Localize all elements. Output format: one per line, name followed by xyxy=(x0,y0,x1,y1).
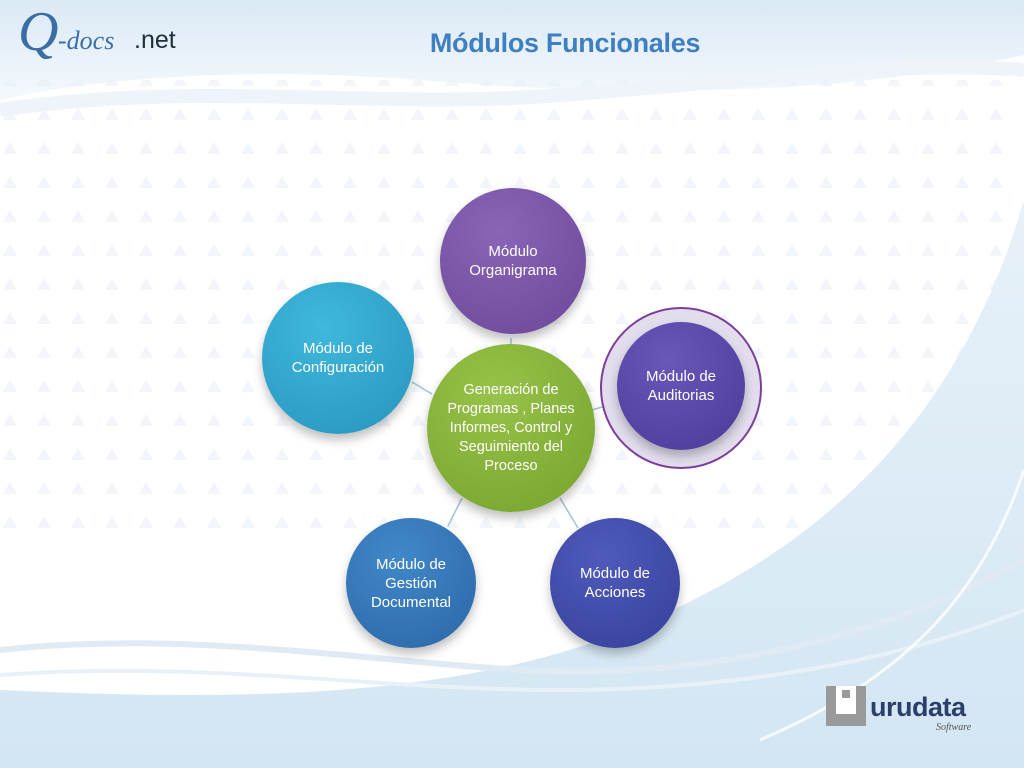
module-gestion-label: Módulo de Gestión Documental xyxy=(370,555,452,611)
module-auditorias-node: Módulo de Auditorias xyxy=(617,322,745,450)
module-auditorias-label: Módulo de Auditorias xyxy=(645,368,717,404)
urudata-mark-icon xyxy=(826,686,866,726)
center-node: Generación de Programas , Planes Informe… xyxy=(427,344,595,512)
module-acciones-label: Módulo de Acciones xyxy=(579,565,651,601)
urudata-name: urudata xyxy=(870,692,966,722)
logo-docs-text: -docs xyxy=(58,26,115,55)
q-docs-logo: Q -docs .net xyxy=(18,1,188,70)
module-organigrama-node: Módulo Organigrama xyxy=(440,188,586,334)
center-label: Generación de Programas , Planes Informe… xyxy=(447,381,575,474)
connector-configuracion xyxy=(411,381,433,395)
module-configuracion-label: Módulo de Configuración xyxy=(291,340,385,376)
module-acciones-node: Módulo de Acciones xyxy=(550,518,680,648)
logo-q-letter: Q xyxy=(18,1,59,63)
urudata-tagline: Software xyxy=(936,722,972,733)
module-gestion-node: Módulo de Gestión Documental xyxy=(346,518,476,648)
urudata-logo: urudata Software xyxy=(826,686,996,738)
module-configuracion-node: Módulo de Configuración xyxy=(262,282,414,434)
connector-acciones xyxy=(559,497,579,529)
module-organigrama-label: Módulo Organigrama xyxy=(469,243,557,279)
slide-title: Módulos Funcionales xyxy=(429,28,701,58)
connector-gestion xyxy=(447,497,463,527)
logo-net-text: .net xyxy=(134,26,176,54)
